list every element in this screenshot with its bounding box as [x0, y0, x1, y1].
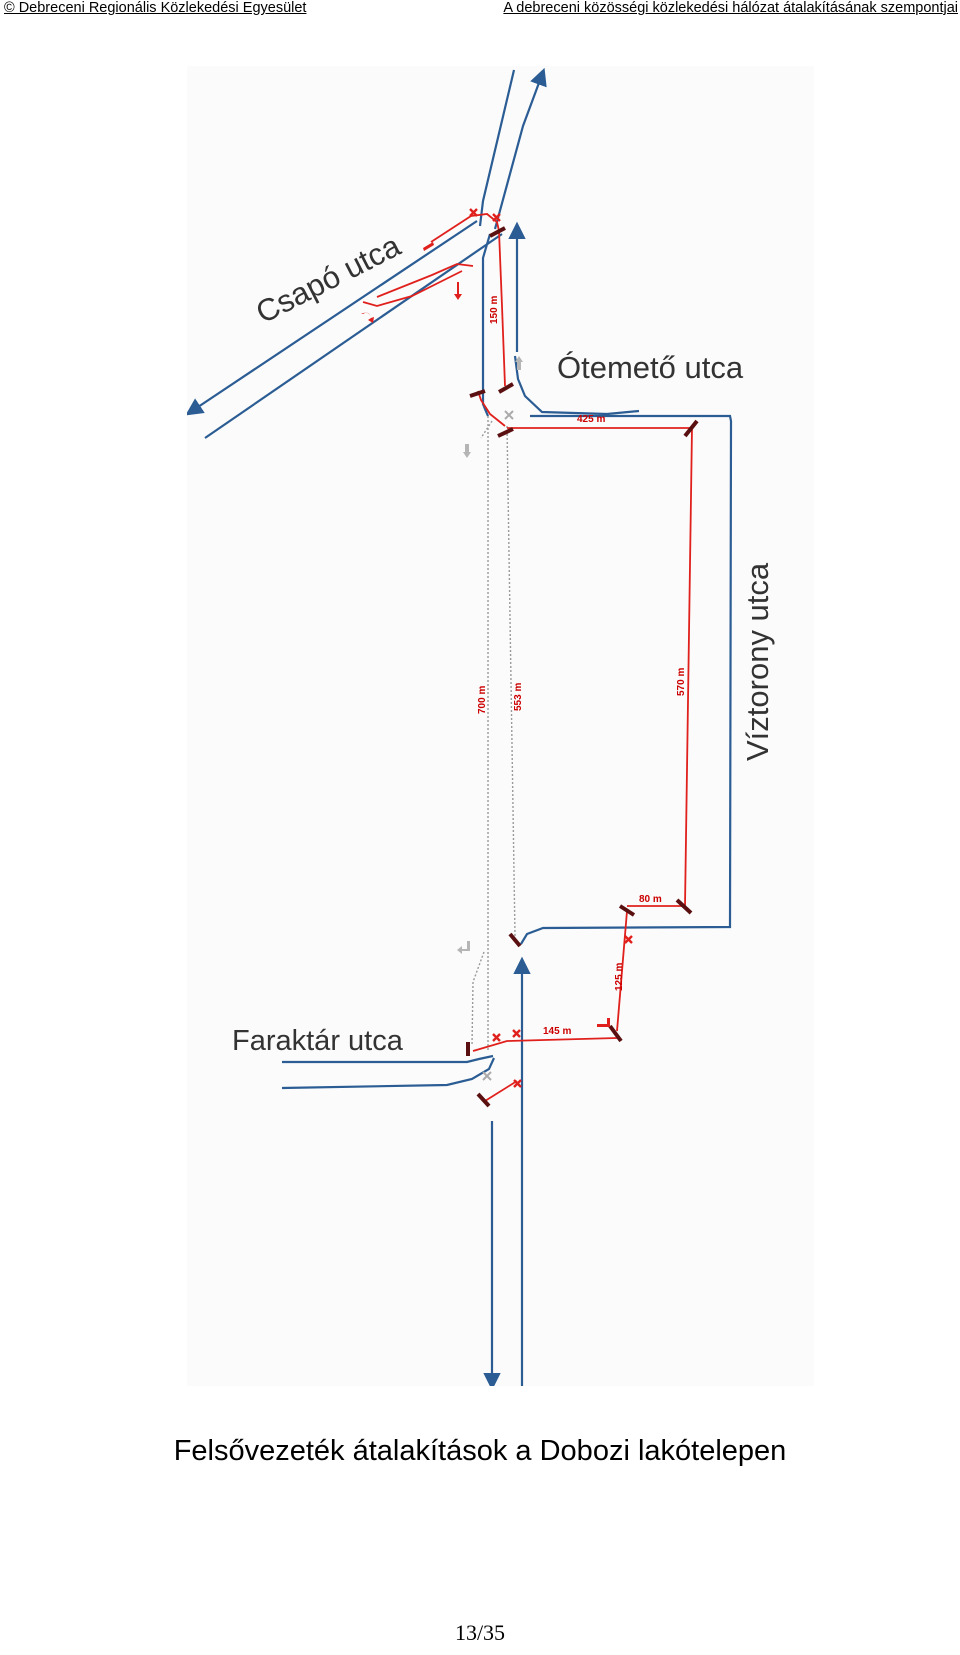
figure-caption: Felsővezeték átalakítások a Dobozi lakót… [173, 1435, 787, 1467]
x-mark [492, 213, 501, 222]
x-mark [492, 1033, 501, 1042]
otemeto-loop [513, 355, 640, 416]
bar [497, 427, 514, 438]
blue-tracks [187, 67, 733, 1386]
grey-x-mark [504, 410, 514, 420]
north-line-right [493, 67, 547, 230]
red-csapo-upper [376, 263, 474, 298]
section-bars [466, 226, 699, 1108]
bar [675, 898, 693, 915]
distance-570: 570 m [676, 668, 687, 696]
old-line-short-b [471, 951, 485, 1047]
grey-up-arrow-icon [515, 356, 523, 370]
main-track-left [481, 233, 492, 417]
distance-553: 553 m [513, 683, 524, 711]
bar [469, 389, 486, 398]
x-mark [513, 1079, 522, 1088]
direction-arrows [361, 242, 610, 1027]
grey-turn-arrow-icon [457, 941, 470, 954]
distance-425: 425 m [577, 414, 605, 425]
old-line-553 [506, 425, 516, 937]
page-number: 13/35 [454, 1620, 506, 1645]
red-125 [616, 910, 628, 1032]
north-line-left [478, 69, 516, 227]
red-145 [472, 1037, 618, 1052]
distance-80: 80 m [639, 894, 662, 905]
distance-145: 145 m [543, 1026, 571, 1037]
distance-labels: 150 m 425 m 570 m 80 m 125 m 145 m 700 m… [477, 296, 687, 1037]
grey-old-lines [471, 416, 516, 1051]
red-new-lines [362, 213, 693, 1102]
x-mark [512, 1029, 521, 1038]
removal-marks [469, 208, 633, 1088]
street-faraktar: Faraktár utca [232, 1025, 404, 1057]
x-mark [624, 935, 633, 944]
bar [476, 1092, 491, 1108]
red-arrow-down-icon [454, 282, 462, 300]
faraktar-line-upper [282, 1054, 494, 1064]
page-header: © Debreceni Regionális Közlekedési Egyes… [0, 0, 960, 20]
bar [608, 1024, 623, 1043]
csapo-line-lower [204, 233, 503, 439]
distance-700: 700 m [477, 686, 488, 714]
overhead-line-map: 150 m 425 m 570 m 80 m 125 m 145 m 700 m… [187, 66, 814, 1386]
street-viztorony: Víztorony utca [740, 562, 775, 761]
red-csapo-to-junction [430, 215, 472, 243]
grey-marks [482, 410, 514, 1081]
red-turn-arrow-icon [597, 1018, 610, 1027]
csapo-line-upper [187, 220, 478, 416]
header-right-link[interactable]: A debreceni közösségi közlekedési hálóza… [503, 0, 958, 16]
red-arrow-icon [423, 242, 434, 251]
bar [498, 382, 514, 394]
map-svg: 150 m 425 m 570 m 80 m 125 m 145 m 700 m… [187, 67, 775, 1386]
red-csapo-lower [362, 270, 463, 307]
bar [508, 932, 522, 948]
red-150 [498, 230, 506, 387]
bar [618, 904, 636, 917]
faraktar-line-lower [281, 1057, 496, 1090]
header-left-link[interactable]: © Debreceni Regionális Közlekedési Egyes… [4, 0, 307, 16]
red-bottom-diag [484, 1080, 518, 1102]
grey-down-arrow-icon [463, 444, 471, 458]
red-570 [684, 427, 693, 907]
grey-x-mark [482, 1071, 492, 1081]
x-mark [469, 208, 478, 217]
street-otemeto: Ótemető utca [557, 350, 744, 385]
distance-125: 125 m [614, 963, 625, 991]
viztorony-loop [520, 414, 733, 945]
bar [489, 226, 506, 238]
bar [683, 419, 699, 438]
red-top-link [470, 213, 500, 232]
distance-150: 150 m [489, 296, 500, 324]
old-line-short-a [480, 420, 493, 439]
red-curve-arrow-icon [361, 312, 374, 323]
red-left-drop [477, 390, 506, 427]
